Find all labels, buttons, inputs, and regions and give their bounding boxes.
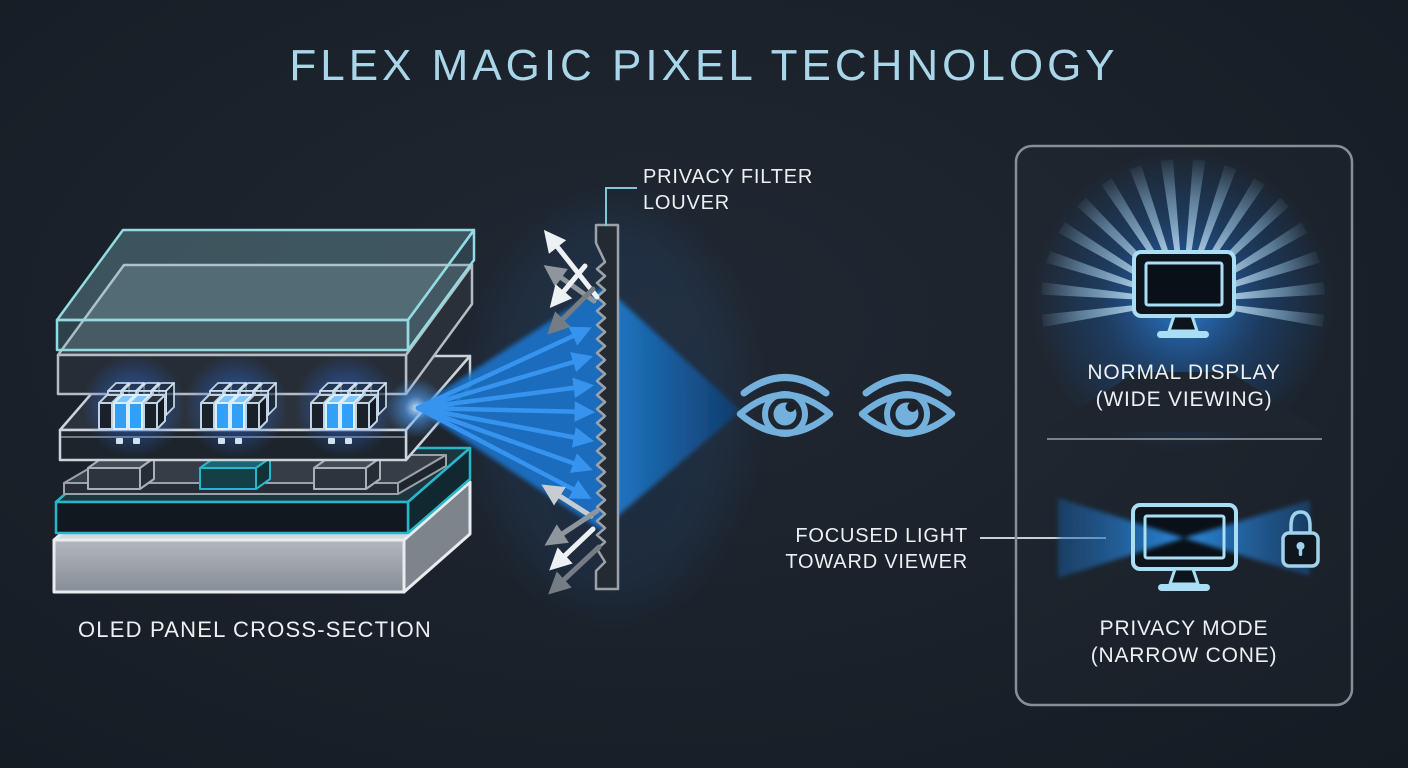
light-ray [1192,165,1237,270]
monitor-fill [1133,505,1236,569]
louver-leader-line [605,187,637,226]
oled-stack [52,228,476,594]
privacy-mode-title: PRIVACY MODE [1099,617,1269,640]
eye-icon [858,374,956,437]
scatter-arrow-icon [548,544,602,595]
scatter-arrow-icon [547,286,596,335]
louver-callout-line2: LOUVER [643,192,731,214]
eye-icon [736,374,834,437]
light-arrow-icon [415,401,596,423]
scatter-arrow-icon [549,526,596,571]
privacy-mode-subtitle: (NARROW CONE) [1090,644,1278,667]
stack-layer-top [55,228,476,322]
louver-callout-line1: PRIVACY FILTER [643,166,814,188]
light-ray [1058,222,1156,286]
monitor-icon [1131,503,1238,591]
light-arrow-icon [415,326,592,411]
narrow-cone-right [1184,500,1310,576]
light-cone-right [613,294,741,520]
light-ray [1199,178,1265,274]
stack-layer-front [54,500,410,535]
normal-display-figure [1033,151,1333,451]
louver-icon [594,223,620,591]
light-arrow-icon [415,405,595,448]
focused-light-callout-label: FOCUSED LIGHT TOWARD VIEWER [688,523,968,575]
scatter-arrow-icon [544,508,600,546]
glow-horizon [1043,372,1323,432]
focused-light-line1: FOCUSED LIGHT [795,525,968,547]
viewer-eyes [736,374,956,437]
scatter-arrow-icon [543,229,600,300]
normal-display-subtitle: (WIDE VIEWING) [1095,388,1273,411]
page-title: FLEX MAGIC PIXEL TECHNOLOGY [289,41,1119,90]
light-arrow-icon [415,405,592,499]
light-ray [1129,165,1174,270]
louver-callout-label: PRIVACY FILTER LOUVER [643,164,813,216]
stack-layer-front [55,318,410,352]
light-arrow-icon [415,352,593,411]
light-arrow-icon [415,405,593,473]
light-ray [1046,250,1152,293]
light-ray [1041,303,1150,327]
scatter-arrow-icon [549,263,588,309]
stack-layer-front [52,538,406,594]
oled-caption: OLED PANEL CROSS-SECTION [78,617,432,642]
light-ray [1041,282,1150,301]
focused-light-arrows [415,326,596,499]
scatter-arrow-icon [541,484,594,519]
light-ray [1216,303,1325,327]
narrow-cone-left [1058,498,1184,578]
normal-display-label: NORMAL DISPLAY (WIDE VIEWING) [1016,359,1352,413]
light-ray [1184,159,1206,268]
blocked-light-arrows [541,229,602,595]
normal-display-title: NORMAL DISPLAY [1087,361,1281,384]
comparison-panel-border [1014,144,1354,707]
privacy-mode-figure [1058,498,1320,591]
light-ray [1216,282,1325,301]
light-ray [1101,178,1167,274]
light-arrow-icon [415,377,595,411]
monitor-icon [1132,250,1236,338]
lock-icon [1281,510,1320,568]
focused-light-line2: TOWARD VIEWER [785,551,968,573]
privacy-mode-label: PRIVACY MODE (NARROW CONE) [1016,615,1352,669]
light-ray [1160,159,1182,268]
light-ray [1214,250,1320,293]
